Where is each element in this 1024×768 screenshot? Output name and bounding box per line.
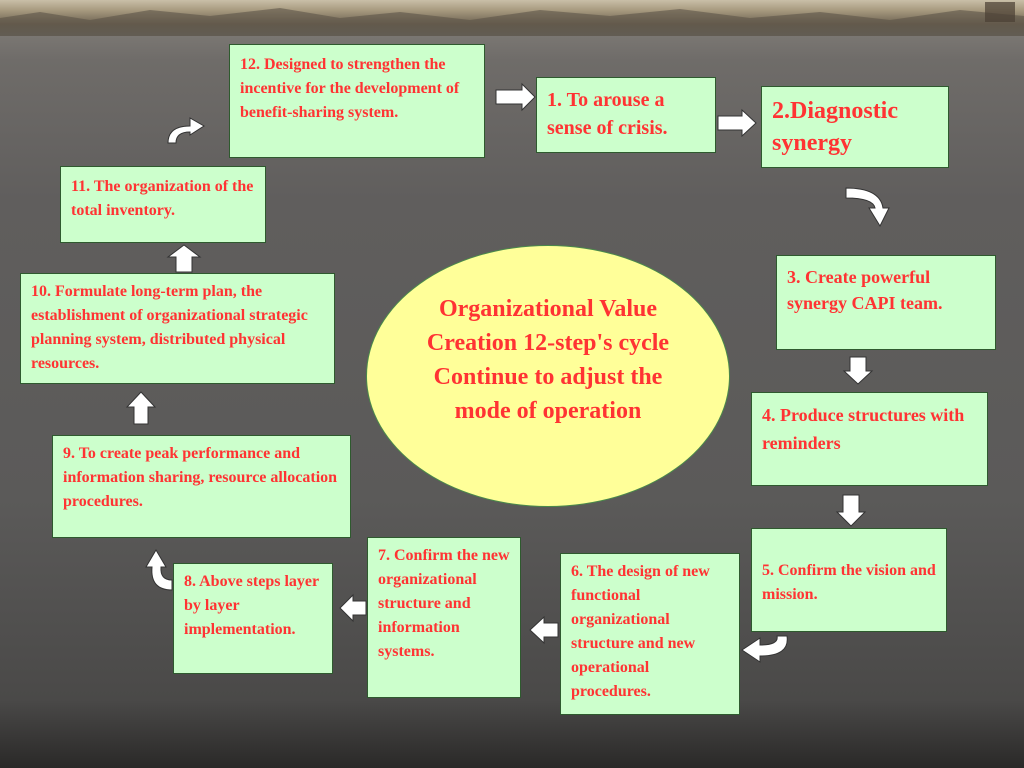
step-2-text: 2.Diagnostic synergy: [772, 98, 898, 156]
step-8-box: 8. Above steps layer by layer implementa…: [173, 563, 333, 674]
step-6-text: 6. The design of new functional organiza…: [571, 563, 710, 700]
step-1-box: 1. To arouse a sense of crisis.: [536, 77, 716, 153]
curved-arrow-left-icon: [741, 635, 788, 663]
curved-arrow-up-icon: [145, 549, 173, 591]
curved-arrow-right-icon: [167, 117, 205, 144]
step-1-text: 1. To arouse a sense of crisis.: [547, 89, 668, 139]
step-5-box: 5. Confirm the vision and mission.: [751, 528, 947, 632]
step-4-box: 4. Produce structures with reminders: [751, 392, 988, 486]
center-ellipse: [366, 245, 730, 507]
arrow-up-icon: [125, 391, 157, 425]
step-3-box: 3. Create powerful synergy CAPI team.: [776, 255, 996, 350]
step-7-text: 7. Confirm the new organizational struct…: [378, 547, 510, 660]
arrow-up-icon: [166, 244, 202, 273]
arrow-down-icon: [842, 356, 874, 385]
diagram-title: Organizational Value Creation 12-step's …: [426, 296, 670, 424]
step-11-box: 11. The organization of the total invent…: [60, 166, 266, 243]
step-7-box: 7. Confirm the new organizational struct…: [367, 537, 521, 698]
step-10-box: 10. Formulate long-term plan, the establ…: [20, 273, 335, 384]
step-2-box: 2.Diagnostic synergy: [761, 86, 949, 168]
arrow-right-icon: [717, 108, 757, 138]
step-12-box: 12. Designed to strengthen the incentive…: [229, 44, 485, 158]
curved-arrow-down-icon: [845, 187, 890, 228]
step-6-box: 6. The design of new functional organiza…: [560, 553, 740, 715]
arrow-right-icon: [495, 82, 536, 112]
step-9-box: 9. To create peak performance and inform…: [52, 435, 351, 538]
decorative-top-band: [0, 0, 1024, 36]
landscape-decoration: [0, 2, 1024, 36]
arrow-left-icon: [339, 593, 367, 623]
step-12-text: 12. Designed to strengthen the incentive…: [240, 56, 460, 121]
step-3-text: 3. Create powerful synergy CAPI team.: [787, 267, 943, 313]
step-10-text: 10. Formulate long-term plan, the establ…: [31, 283, 308, 372]
arrow-down-icon: [835, 494, 867, 527]
step-11-text: 11. The organization of the total invent…: [71, 178, 254, 219]
step-9-text: 9. To create peak performance and inform…: [63, 445, 338, 510]
step-8-text: 8. Above steps layer by layer implementa…: [184, 573, 319, 638]
arrow-left-icon: [529, 615, 559, 645]
step-4-text: 4. Produce structures with reminders: [762, 405, 965, 453]
step-5-text: 5. Confirm the vision and mission.: [762, 562, 936, 603]
